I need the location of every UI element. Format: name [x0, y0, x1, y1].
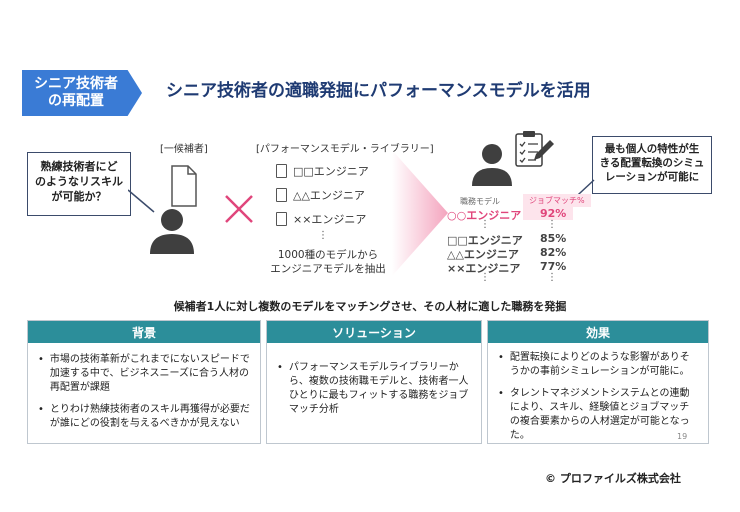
summary-text: 候補者1人に対し複数のモデルをマッチングさせ、その人材に適した職務を発掘 [173, 300, 567, 313]
section-tag: シニア技術者 の再配置 [22, 70, 142, 116]
person-icon [150, 209, 194, 254]
document-icon [276, 188, 287, 202]
library-dots: ⋮ [318, 230, 328, 241]
library-item: △△エンジニア [276, 187, 365, 203]
result-row-pct: 85% [540, 232, 567, 245]
result-header-model: 職務モデル [460, 197, 500, 206]
bullet-icon: • [498, 352, 504, 363]
cross-icon [225, 195, 253, 223]
result-dots: ⋮ [547, 272, 557, 283]
panel-bullet-text: 配置転換によりどのような影響がありそうかの事前シミュレーションが可能に。 [509, 352, 690, 377]
bullet-icon: • [277, 362, 283, 373]
result-row-pct: 77% [540, 260, 567, 273]
section-tag-line2: の再配置 [48, 93, 104, 109]
library-note-line1: 1000種のモデルから [277, 249, 379, 261]
result-row-pct: 92% [540, 207, 567, 220]
panel-bullet-text: とりわけ熟練技術者のスキル再獲得が必要だが誰にどの役割を与えるべきかが見えない [49, 404, 250, 429]
result-row-name: ○○エンジニア [447, 209, 522, 222]
panel-bullet: • タレントマネジメントシステムとの連動により、スキル、経験値とジョブマッチの複… [498, 387, 698, 443]
library-item: ××エンジニア [276, 211, 366, 227]
panel-solution: ソリューション • パフォーマンスモデルライブラリーから、複数の技術職モデルと、… [266, 320, 482, 444]
library-item: □□エンジニア [276, 163, 369, 179]
bullet-icon: • [38, 404, 44, 415]
candidate-graphic [128, 165, 253, 254]
library-item-label: △△エンジニア [293, 189, 365, 202]
panel-bullet: • とりわけ熟練技術者のスキル再獲得が必要だが誰にどの役割を与えるべきかが見えな… [38, 403, 250, 431]
clipboard-checklist-icon [515, 131, 554, 167]
result-bubble-line1: 最も個人の特性が生 [604, 143, 700, 155]
result-bubble-line3: レーションが可能に [604, 171, 700, 183]
library-note-line2: エンジニアモデルを抽出 [270, 263, 386, 275]
result-row-name: △△エンジニア [447, 248, 519, 261]
person-icon [472, 144, 512, 186]
document-icon [276, 164, 287, 178]
arrow-icon [392, 150, 448, 276]
bullet-icon: • [38, 354, 44, 365]
panel-background: 背景 • 市場の技術革新がこれまでにないスピードで加速する中で、ビジネスニーズに… [27, 320, 261, 444]
panel-bullet-text: 市場の技術革新がこれまでにないスピードで加速する中で、ビジネスニーズに合う人材の… [49, 354, 250, 393]
candidate-label: [一候補者] [160, 144, 208, 155]
result-bubble: 最も個人の特性が生 きる配置転換のシミュ レーションが可能に [592, 136, 712, 194]
panel-effect: 効果 • 配置転換によりどのような影響がありそうかの事前シミュレーションが可能に… [487, 320, 709, 444]
highlight-band [523, 206, 573, 220]
panel-heading: 背景 [28, 321, 260, 343]
result-row-name: □□エンジニア [447, 234, 523, 247]
result-dots: ⋮ [480, 272, 490, 283]
result-graphic [472, 131, 554, 186]
section-tag-line1: シニア技術者 [34, 76, 118, 92]
panel-bullet: • 市場の技術革新がこれまでにないスピードで加速する中で、ビジネスニーズに合う人… [38, 353, 250, 395]
library-label: [パフォーマンスモデル・ライブラリー] [256, 144, 434, 155]
document-icon [276, 212, 287, 226]
panel-bullet-text: タレントマネジメントシステムとの連動により、スキル、経験値とジョブマッチの複合要… [509, 388, 690, 441]
page-number: 19 [677, 432, 688, 441]
page-title: シニア技術者の適職発掘にパフォーマンスモデルを活用 [166, 81, 591, 101]
library-note: 1000種のモデルから エンジニアモデルを抽出 [268, 248, 388, 276]
library-item-label: □□エンジニア [293, 165, 369, 178]
panel-bullet: • パフォーマンスモデルライブラリーから、複数の技術職モデルと、技術者一人ひとり… [277, 361, 471, 417]
document-icon [171, 165, 197, 207]
result-row-name: ××エンジニア [447, 262, 521, 275]
question-bubble: 熟練技術者にど のようなリスキル が可能か？ [27, 152, 131, 216]
copyright: © プロファイルズ株式会社 [545, 472, 681, 485]
result-row-pct: 82% [540, 246, 567, 259]
question-line1: 熟練技術者にど [40, 160, 118, 173]
panel-heading: ソリューション [267, 321, 481, 343]
question-line2: のようなリスキル [35, 175, 123, 188]
result-dots: ⋮ [547, 219, 557, 230]
panel-bullet-text: パフォーマンスモデルライブラリーから、複数の技術職モデルと、技術者一人ひとりに最… [288, 362, 469, 415]
result-header-match: ジョブマッチ% [523, 194, 591, 207]
result-bubble-line2: きる配置転換のシミュ [599, 157, 705, 169]
panel-bullet: • 配置転換によりどのような影響がありそうかの事前シミュレーションが可能に。 [498, 351, 698, 379]
result-dots: ⋮ [480, 219, 490, 230]
library-item-label: ××エンジニア [293, 213, 367, 226]
panel-heading: 効果 [488, 321, 708, 343]
question-line3: が可能か？ [51, 190, 107, 203]
bullet-icon: • [498, 388, 504, 399]
